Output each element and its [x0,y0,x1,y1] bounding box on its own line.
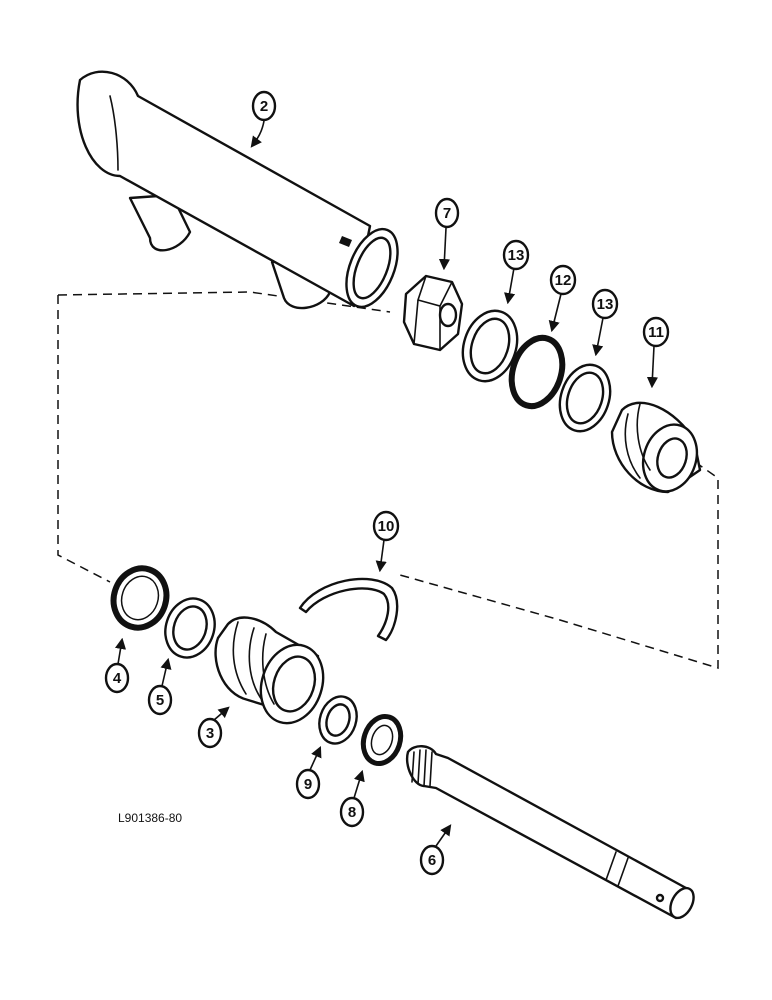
svg-text:13: 13 [508,247,525,264]
svg-text:7: 7 [443,205,451,222]
svg-text:10: 10 [378,518,395,535]
gland-part [610,401,702,494]
callout-11: 11 [642,316,670,348]
callout-3: 3 [197,717,223,749]
svg-text:5: 5 [156,692,164,709]
backup-ring-part-second [558,363,612,433]
svg-text:11: 11 [648,324,664,341]
bushing-part [318,695,358,745]
svg-text:3: 3 [206,725,214,742]
callout-6: 6 [419,844,445,876]
callout-7: 7 [434,197,460,229]
callout-4: 4 [104,662,130,694]
callout-9: 9 [295,768,321,800]
callout-5: 5 [147,684,173,716]
cylinder-barrel-part [76,70,399,310]
figure-id-label: L901386-80 [118,811,182,825]
hex-nut-part [402,274,464,352]
assembly-dashed-line [57,291,719,670]
callout-10: 10 [372,510,400,542]
rod-seal-part [360,714,404,766]
piston-o-ring-part [110,565,170,631]
svg-text:9: 9 [304,776,312,793]
svg-text:12: 12 [555,272,572,289]
svg-text:8: 8 [348,804,356,821]
callout-8: 8 [339,796,365,828]
callout-2: 2 [251,90,277,122]
piston-backup-ring-part [164,597,216,659]
callout-13-upper: 13 [502,239,530,271]
svg-text:4: 4 [113,670,122,687]
svg-text:6: 6 [428,852,436,869]
svg-text:2: 2 [260,98,268,115]
piston-part [214,616,325,725]
piston-rod-part [405,745,695,920]
o-ring-part [508,334,566,410]
svg-text:13: 13 [597,296,614,313]
wear-ring-strip-part [298,577,399,642]
callout-12: 12 [549,264,577,296]
backup-ring-part [461,309,519,383]
callout-13-lower: 13 [591,288,619,320]
